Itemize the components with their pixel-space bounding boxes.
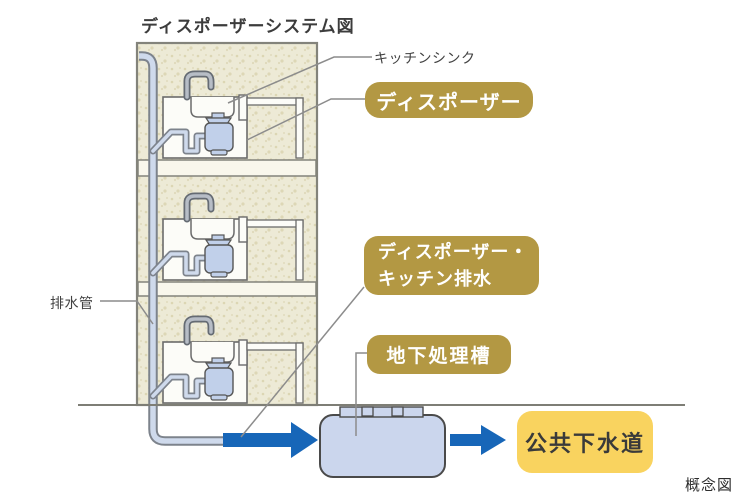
flow-arrow-to-tank-icon [223,422,318,458]
underground-tank [319,406,446,478]
public-sewer-badge: 公共下水道 [517,411,653,473]
drain-pipe-label: 排水管 [50,295,94,311]
page-title: ディスポーザーシステム図 [141,17,355,36]
kitchen-sink-label: キッチンシンク [374,50,476,66]
caption-conceptual-diagram: 概念図 [685,477,734,494]
disposer-badge: ディスポーザー [365,82,533,118]
leader-kitchen-sink [227,56,372,104]
leader-drain-pipe [100,300,154,325]
leader-treatment-tank [355,352,368,436]
flow-arrow-to-sewer-icon [450,425,506,455]
main-drain-pipe [139,51,225,446]
floor-slab-lower [137,281,317,297]
underground-treatment-tank-badge: 地下処理槽 [367,335,511,374]
tank-port-right [391,406,404,417]
underground-treatment-tank-badge-label: 地下処理槽 [386,346,492,367]
disposer-kitchen-drain-line2: キッチン排水 [378,268,492,289]
leader-disposer [246,98,365,141]
floor-slab-upper [137,159,317,177]
disposer-kitchen-drain-badge-label: ディスポーザー・ キッチン排水 [378,239,528,293]
disposer-badge-label: ディスポーザー [376,91,522,114]
leader-disposer-kitchen-drain [240,286,365,438]
tank-port-left [361,406,374,417]
public-sewer-badge-label: 公共下水道 [524,431,645,456]
disposer-kitchen-drain-line1: ディスポーザー・ [378,241,529,262]
disposer-kitchen-drain-badge: ディスポーザー・ キッチン排水 [364,236,539,295]
